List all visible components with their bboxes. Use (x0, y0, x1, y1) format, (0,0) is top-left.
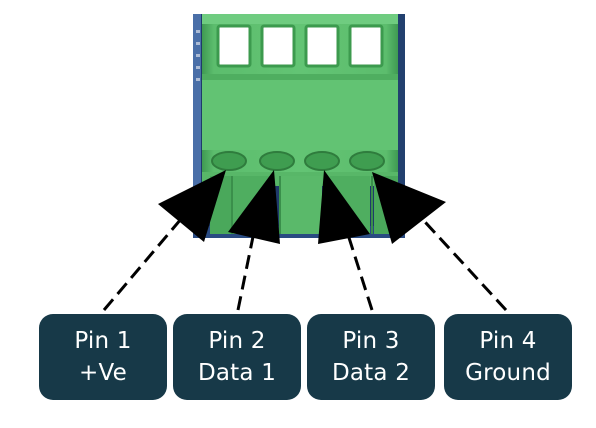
pin-2-number: Pin 2 (208, 328, 266, 354)
pin-1-number: Pin 1 (74, 328, 132, 354)
pin-2-function: Data 1 (197, 360, 277, 386)
pin-4-number: Pin 4 (479, 328, 537, 354)
pin-4-label: Pin 4 Ground (444, 314, 572, 400)
leader-arrows (102, 170, 508, 312)
arrow-pin-3 (318, 170, 374, 311)
pin-contacts (211, 151, 385, 171)
terminal-block (202, 14, 398, 234)
arrow-pin-2 (228, 170, 280, 311)
arrow-pin-4 (372, 172, 508, 312)
pin-1-function: +Ve (79, 360, 127, 386)
arrow-pin-1 (102, 170, 226, 311)
pin-3-function: Data 2 (331, 360, 411, 386)
wire-entry-slots (216, 24, 384, 68)
pin-4-function: Ground (465, 360, 551, 386)
pin-2-label: Pin 2 Data 1 (173, 314, 301, 400)
pin-1-label: Pin 1 +Ve (39, 314, 167, 400)
pin-3-label: Pin 3 Data 2 (307, 314, 435, 400)
pin-3-number: Pin 3 (342, 328, 400, 354)
